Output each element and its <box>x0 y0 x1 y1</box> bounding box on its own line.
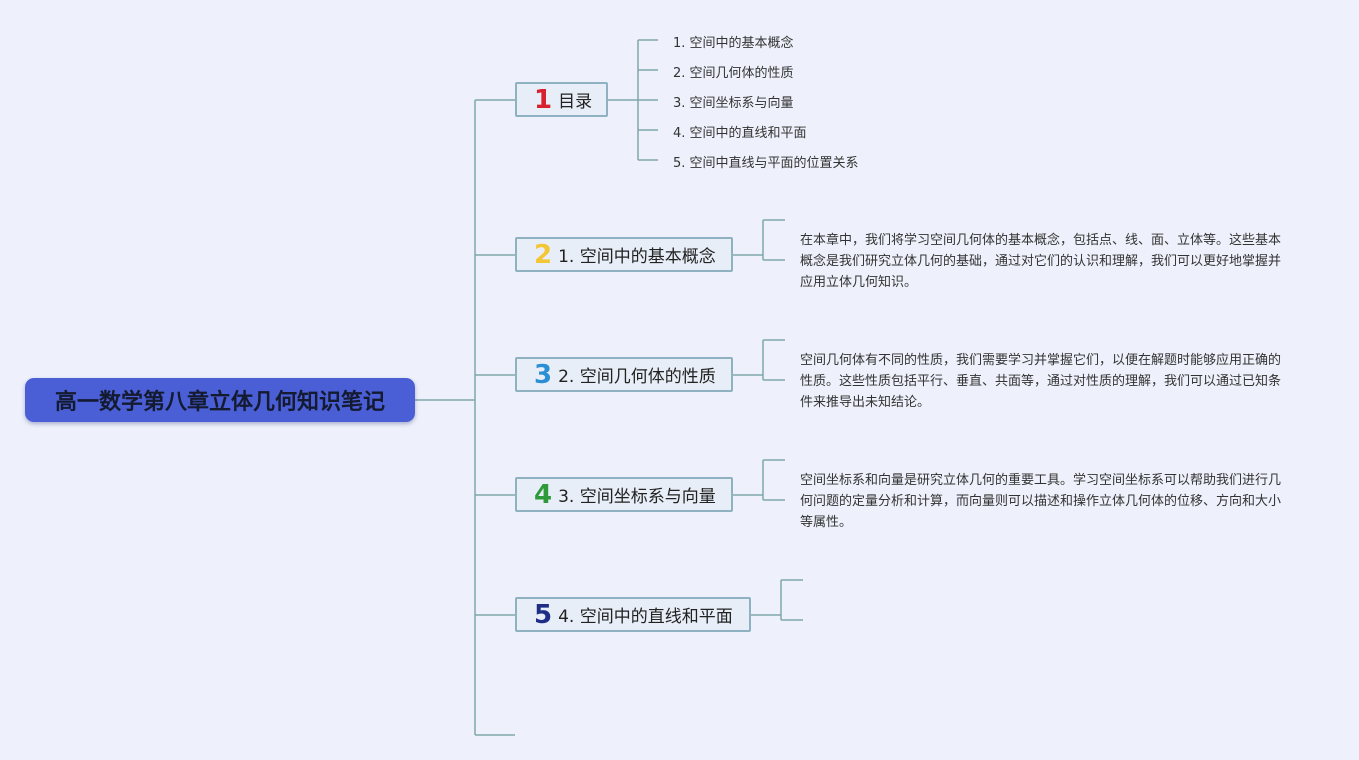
toc-item[interactable]: 4. 空间中的直线和平面 <box>673 126 807 141</box>
branch-number-badge: 2 <box>534 239 553 270</box>
branch-number-badge: 4 <box>534 479 553 510</box>
branch-label: 2. 空间几何体的性质 <box>558 367 716 387</box>
toc-item[interactable]: 1. 空间中的基本概念 <box>673 36 794 51</box>
toc-item[interactable]: 2. 空间几何体的性质 <box>673 66 794 81</box>
branch-label: 3. 空间坐标系与向量 <box>558 487 716 507</box>
root-title: 高一数学第八章立体几何知识笔记 <box>54 390 385 415</box>
branch-label: 1. 空间中的基本概念 <box>558 247 716 267</box>
branch-toc[interactable]: 1 目录 <box>515 82 608 117</box>
branch-number-badge: 1 <box>534 84 553 115</box>
branch-number-badge: 5 <box>534 599 553 630</box>
branch-basic-concepts[interactable]: 2 1. 空间中的基本概念 <box>515 237 733 272</box>
note-solid-properties[interactable]: 空间几何体有不同的性质，我们需要学习并掌握它们，以便在解题时能够应用正确的性质。… <box>800 353 1282 410</box>
root-topic[interactable]: 高一数学第八章立体几何知识笔记 <box>25 378 415 422</box>
branch-coordinates-vectors[interactable]: 4 3. 空间坐标系与向量 <box>515 477 733 512</box>
branch-number-badge: 3 <box>534 359 553 390</box>
branch-lines-planes[interactable]: 5 4. 空间中的直线和平面 <box>515 597 751 632</box>
branch-solid-properties[interactable]: 3 2. 空间几何体的性质 <box>515 357 733 392</box>
branch-label: 4. 空间中的直线和平面 <box>558 607 733 627</box>
note-coordinates-vectors[interactable]: 空间坐标系和向量是研究立体几何的重要工具。学习空间坐标系可以帮助我们进行几何问题… <box>800 473 1282 530</box>
note-basic-concepts[interactable]: 在本章中，我们将学习空间几何体的基本概念，包括点、线、面、立体等。这些基本概念是… <box>800 233 1282 290</box>
toc-item[interactable]: 3. 空间坐标系与向量 <box>673 96 794 111</box>
branch-label: 目录 <box>558 92 593 112</box>
toc-item[interactable]: 5. 空间中直线与平面的位置关系 <box>673 156 859 171</box>
